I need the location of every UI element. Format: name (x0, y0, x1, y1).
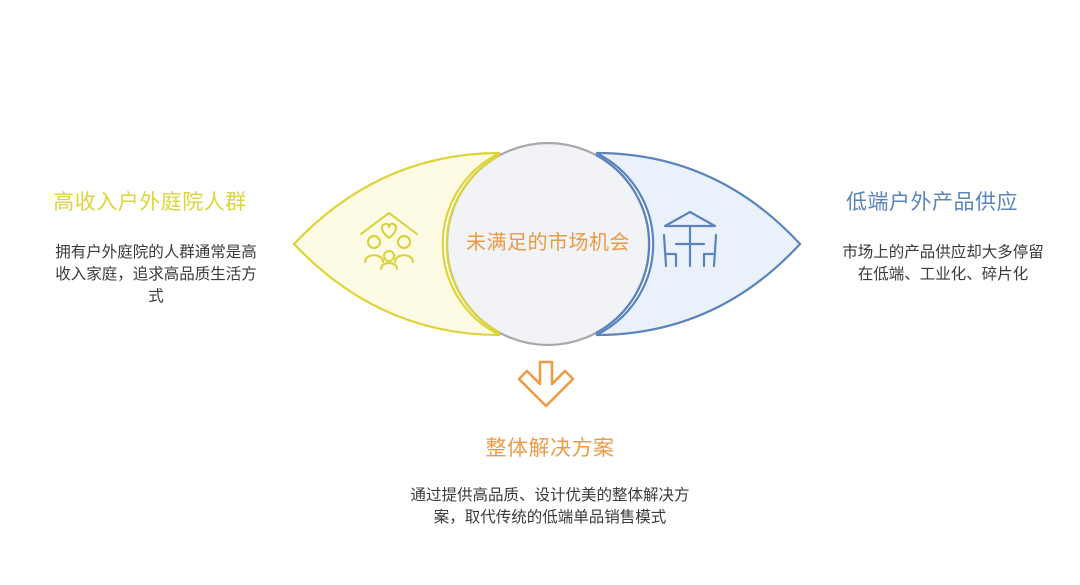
arrow-down-icon (517, 360, 575, 408)
right-title: 低端户外产品供应 (846, 190, 1018, 214)
patio-table-umbrella-icon (662, 210, 718, 268)
right-description: 市场上的产品供应却大多停留在低端、工业化、碎片化 (842, 243, 1044, 283)
center-label: 未满足的市场机会 (466, 230, 630, 254)
left-leaf-shape (292, 151, 501, 337)
bottom-description: 通过提供高品质、设计优美的整体解决方案，取代传统的低端单品销售模式 (410, 486, 690, 526)
family-home-icon (360, 212, 418, 270)
bottom-title: 整体解决方案 (485, 436, 615, 460)
left-description: 拥有户外庭院的人群通常是高收入家庭，追求高品质生活方式 (55, 243, 257, 305)
left-title: 高收入户外庭院人群 (53, 190, 247, 214)
